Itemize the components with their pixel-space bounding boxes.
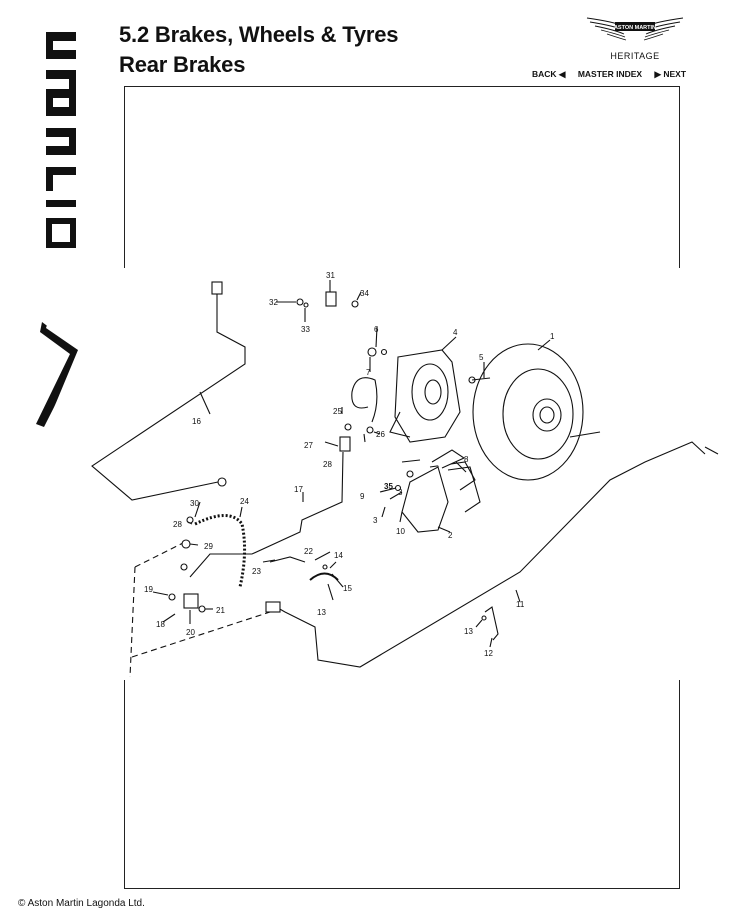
- callout-22: 21: [216, 606, 225, 615]
- page-title: 5.2 Brakes, Wheels & Tyres Rear Brakes: [119, 20, 399, 80]
- bracket-12: [484, 606, 499, 641]
- callout-29b: 29: [204, 542, 213, 551]
- callout-10: 10: [396, 527, 405, 536]
- brake-pipe-11: [277, 441, 706, 668]
- callout-32: 32: [269, 298, 278, 307]
- callout-18: 17: [294, 485, 303, 494]
- diagram-backdrop: [110, 268, 700, 680]
- callout-25: 24: [240, 497, 249, 506]
- callout-28a: 27: [304, 441, 313, 450]
- callout-30: 30: [190, 499, 199, 508]
- callout-19: 18: [156, 620, 165, 629]
- brake-hose-25: [194, 514, 247, 588]
- callout-8: 8: [464, 455, 469, 464]
- callout-21: 20: [186, 628, 195, 637]
- callout-3a: 3: [398, 488, 403, 497]
- callout-15: 14: [334, 551, 343, 560]
- callout-2: 2: [448, 531, 453, 540]
- callout-31: 31: [326, 271, 335, 280]
- aston-martin-emblem: ASTON MARTIN HERITAGE: [585, 10, 685, 61]
- callout-34: 34: [360, 289, 369, 298]
- callout-24: 23: [252, 567, 261, 576]
- next-link[interactable]: ▶ NEXT: [654, 69, 687, 79]
- callout-6: 6: [374, 325, 379, 334]
- copyright-footer: © Aston Martin Lagonda Ltd.: [18, 898, 145, 909]
- callout-labels: 31 32 33 34 6 7 4 5 1 8 35 9 3 3 10 2 25…: [144, 271, 555, 658]
- callout-3b: 3: [373, 516, 378, 525]
- union-21: [183, 593, 199, 609]
- callout-16: 15: [343, 584, 352, 593]
- callout-5: 5: [479, 353, 484, 362]
- callout-7: 7: [366, 368, 371, 377]
- callout-35: 35: [384, 482, 393, 491]
- title-line-2: Rear Brakes: [119, 52, 246, 77]
- callout-4: 4: [453, 328, 458, 337]
- callout-23: 22: [304, 547, 313, 556]
- callout-17: 16: [192, 417, 201, 426]
- callout-33: 33: [301, 325, 310, 334]
- callout-12: 12: [484, 649, 493, 658]
- callout-20: 19: [144, 585, 153, 594]
- back-link[interactable]: BACK ◀: [532, 69, 566, 79]
- callout-1: 1: [550, 332, 555, 341]
- brake-pipe-18: [189, 451, 344, 578]
- brand-badge-text: ASTON MARTIN: [614, 25, 656, 31]
- title-line-1: 5.2 Brakes, Wheels & Tyres: [119, 22, 399, 47]
- brake-pipe-17: [91, 290, 246, 501]
- callout-27: 26: [376, 430, 385, 439]
- callout-14: 13: [317, 608, 326, 617]
- page-nav: BACK ◀ MASTER INDEX ▶ NEXT: [532, 69, 686, 80]
- callout-11: 11: [516, 600, 525, 609]
- callout-13: 13: [464, 627, 473, 636]
- callout-28b: 28: [173, 520, 182, 529]
- callout-29a: 28: [323, 460, 332, 469]
- heritage-label: HERITAGE: [610, 51, 660, 61]
- virage-logo: [32, 22, 92, 432]
- master-index-link[interactable]: MASTER INDEX: [577, 69, 643, 79]
- callout-26: 25: [333, 407, 342, 416]
- brake-hose-26: [351, 377, 378, 423]
- wings-icon: ASTON MARTIN: [586, 17, 684, 41]
- rear-brake-exploded-diagram: 31 32 33 34 6 7 4 5 1 8 35 9 3 3 10 2 25…: [91, 271, 719, 678]
- callout-9: 9: [360, 492, 365, 501]
